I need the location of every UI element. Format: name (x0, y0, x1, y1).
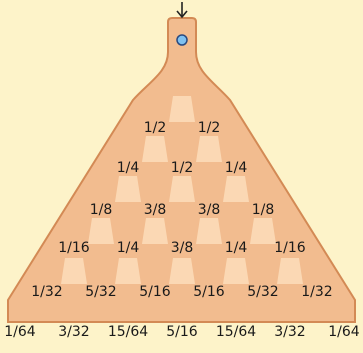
probability-label: 1/64 (4, 324, 36, 340)
probability-label: 1/2 (170, 160, 194, 176)
ball-icon (176, 34, 188, 46)
probability-label: 5/16 (193, 284, 225, 300)
probability-label: 5/16 (139, 284, 171, 300)
probability-label: 3/8 (143, 202, 167, 218)
probability-label: 1/64 (328, 324, 360, 340)
probability-label: 3/8 (170, 240, 194, 256)
peg (115, 176, 141, 202)
peg (277, 258, 303, 284)
down-arrow-icon (176, 2, 188, 19)
probability-label: 1/4 (116, 240, 140, 256)
probability-label: 1/16 (274, 240, 306, 256)
probability-label: 1/8 (89, 202, 113, 218)
peg (223, 258, 249, 284)
peg (169, 176, 195, 202)
peg (223, 176, 249, 202)
probability-label: 15/64 (215, 324, 257, 340)
probability-label: 5/32 (247, 284, 279, 300)
probability-label: 3/32 (58, 324, 90, 340)
probability-label: 1/4 (224, 240, 248, 256)
peg (250, 218, 276, 244)
peg-grid (61, 96, 303, 284)
probability-label: 5/16 (166, 324, 198, 340)
probability-label: 1/2 (197, 120, 221, 136)
peg (142, 218, 168, 244)
board-body (7, 17, 356, 323)
peg (61, 258, 87, 284)
peg (169, 96, 195, 122)
peg (88, 218, 114, 244)
probability-label: 5/32 (85, 284, 117, 300)
probability-label: 1/4 (224, 160, 248, 176)
probability-label: 3/8 (197, 202, 221, 218)
probability-label: 1/8 (251, 202, 275, 218)
probability-label: 1/32 (301, 284, 333, 300)
probability-label: 15/64 (107, 324, 149, 340)
probability-label: 1/32 (31, 284, 63, 300)
probability-label: 1/16 (58, 240, 90, 256)
peg (115, 258, 141, 284)
probability-label: 1/2 (143, 120, 167, 136)
peg (196, 218, 222, 244)
peg (196, 136, 222, 162)
peg (169, 258, 195, 284)
probability-label: 3/32 (274, 324, 306, 340)
peg (142, 136, 168, 162)
probability-label: 1/4 (116, 160, 140, 176)
